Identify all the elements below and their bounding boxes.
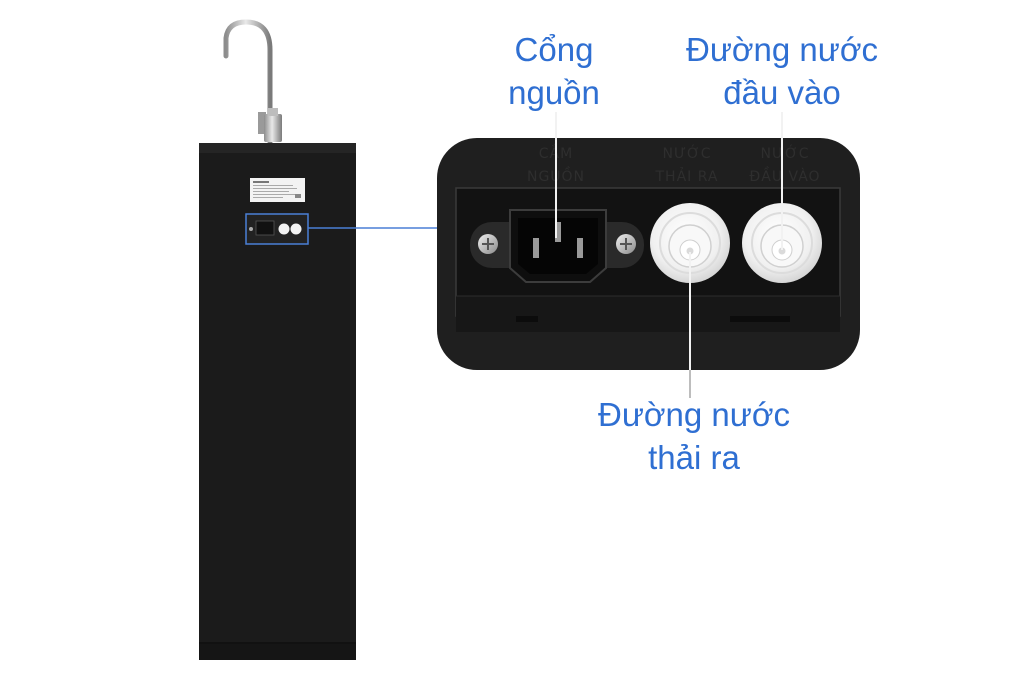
- waste-water-label: Đường nước thải ra: [584, 393, 804, 479]
- power-port-label-line1: Cổng: [514, 31, 594, 68]
- screw-right-icon: [616, 234, 636, 254]
- waste-water-label-line2: thải ra: [648, 439, 740, 476]
- screw-left-icon: [478, 234, 498, 254]
- emboss-waste-line2: THẢI RA: [655, 167, 719, 185]
- power-port-label: Cổng nguồn: [494, 28, 614, 114]
- emboss-inlet-line2: ĐẦU VÀO: [749, 166, 820, 185]
- power-socket: [470, 209, 644, 283]
- inlet-water-label-line1: Đường nước: [685, 31, 879, 68]
- faucet: [223, 19, 282, 145]
- emboss-inlet-line1: NƯỚC: [760, 144, 809, 162]
- power-port-label-line2: nguồn: [508, 74, 600, 111]
- cabinet-port-panel: [245, 213, 309, 245]
- rating-label: [250, 178, 305, 202]
- inlet-water-label-line2: đầu vào: [723, 74, 841, 111]
- inlet-water-label: Đường nước đầu vào: [672, 28, 892, 114]
- waste-water-label-line1: Đường nước: [597, 396, 791, 433]
- zoomed-port-panel: CẮM NGUỒN NƯỚC THẢI RA NƯỚC ĐẦU VÀO: [437, 112, 860, 398]
- waste-water-fitting: [650, 203, 730, 283]
- water-purifier: [199, 19, 437, 660]
- emboss-waste-line1: NƯỚC: [662, 144, 711, 162]
